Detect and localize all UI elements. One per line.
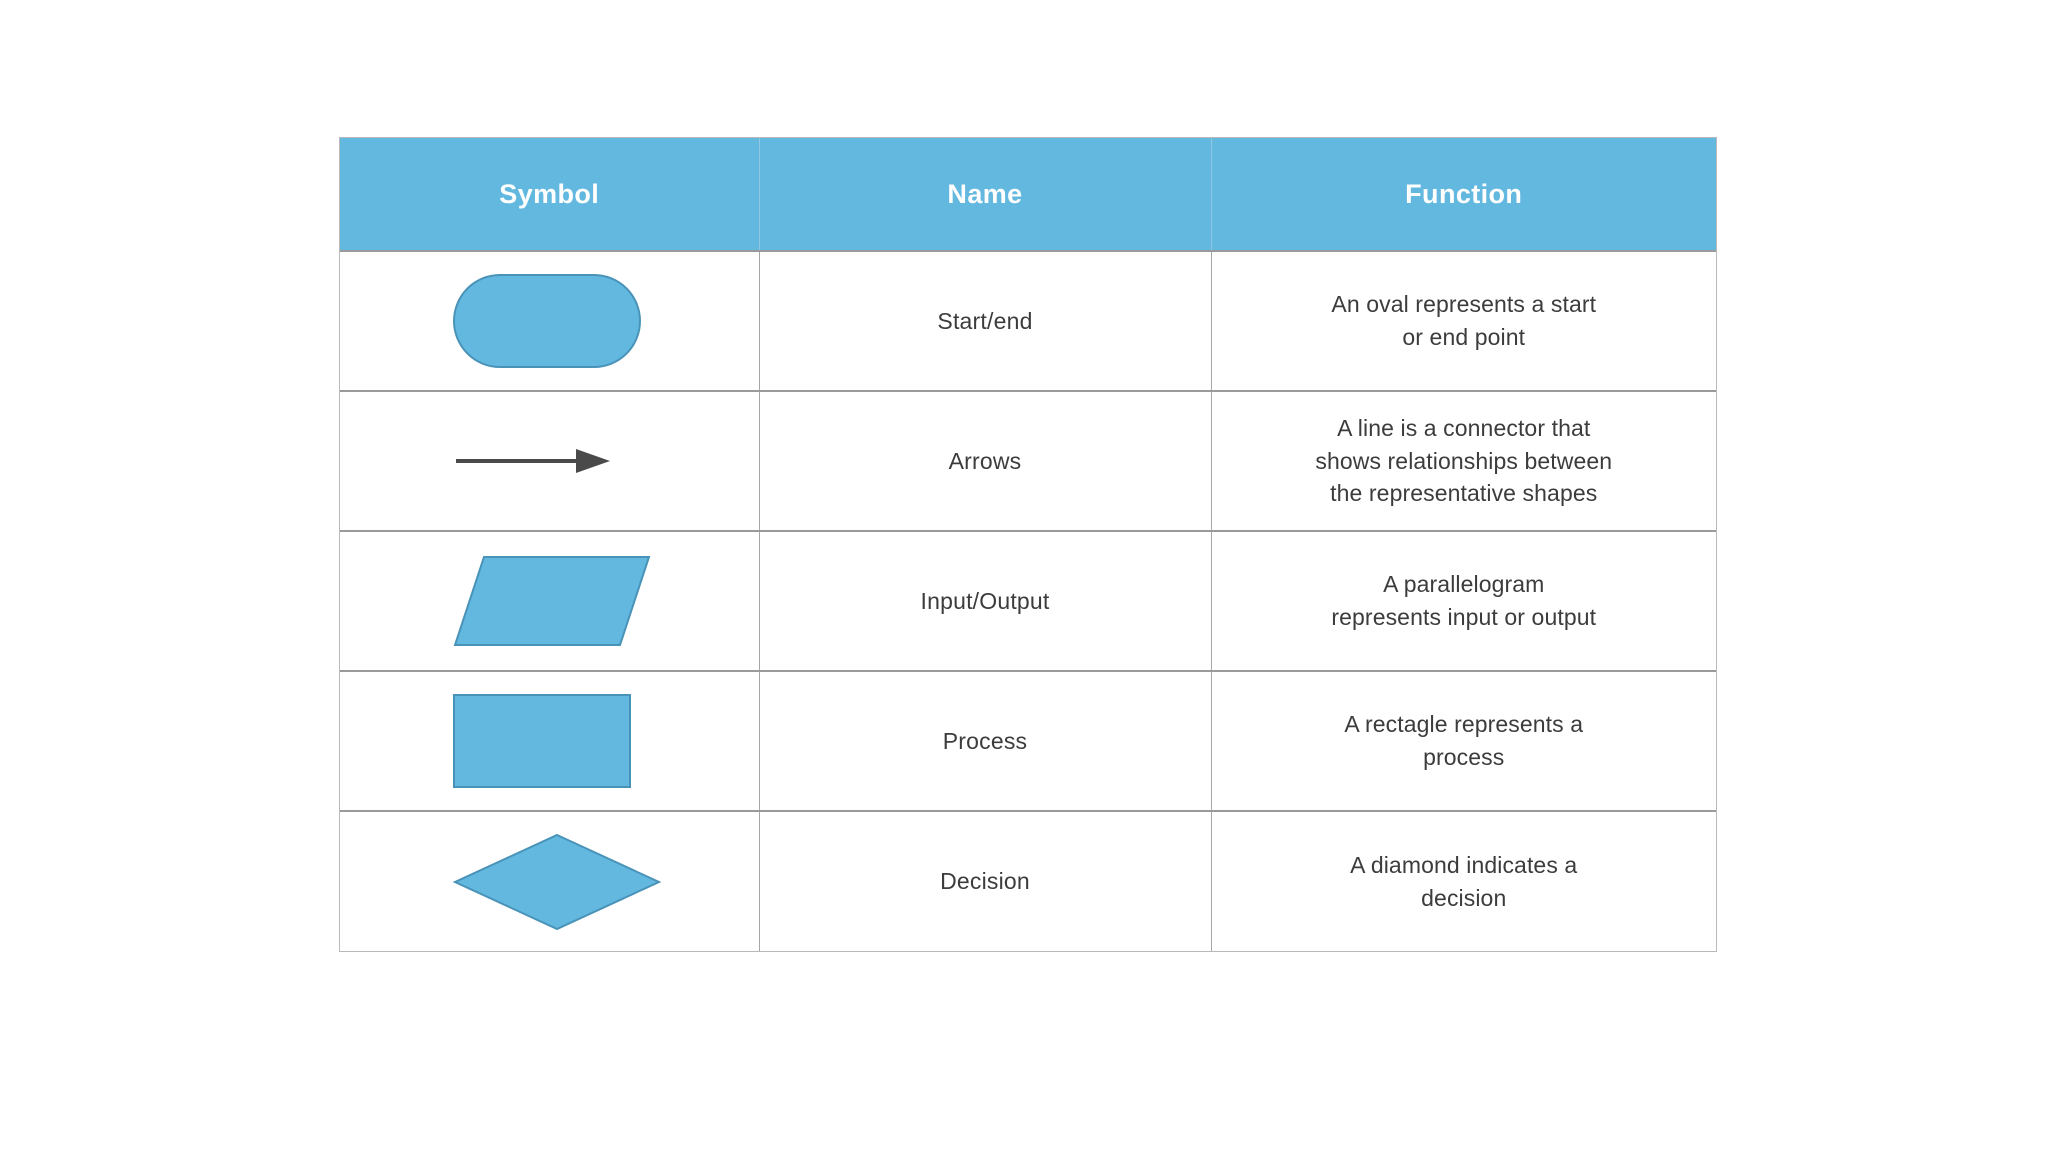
function-cell: A parallelogram represents input or outp… (1211, 531, 1716, 672)
table-body: Start/end An oval represents a start or … (340, 251, 1716, 951)
symbol-cell (340, 531, 760, 672)
column-header-name: Name (759, 138, 1212, 252)
table-row: Arrows A line is a connector that shows … (340, 391, 1716, 532)
symbol-inner (434, 266, 664, 376)
table-row: Input/Output A parallelogram represents … (340, 531, 1716, 672)
symbol-cell (340, 671, 760, 812)
name-cell: Decision (759, 811, 1212, 951)
symbol-cell (340, 811, 760, 951)
name-cell: Start/end (759, 251, 1212, 392)
name-cell: Arrows (759, 391, 1212, 532)
symbol-container (340, 686, 759, 796)
flowchart-symbols-table: Symbol Name Function Start/end (340, 138, 1716, 951)
column-header-symbol: Symbol (340, 138, 760, 252)
rectangle-shape (453, 694, 632, 788)
rounded-rectangle-shape (453, 274, 642, 368)
header-row: Symbol Name Function (340, 138, 1716, 252)
parallelogram-shape (453, 556, 651, 646)
table-row: Start/end An oval represents a start or … (340, 251, 1716, 392)
table-row: Process A rectagle represents a process (340, 671, 1716, 812)
diamond-shape (452, 833, 662, 930)
function-cell: A diamond indicates a decision (1350, 851, 1578, 911)
symbol-inner (434, 686, 664, 796)
symbol-cell (340, 391, 760, 532)
symbol-inner (434, 546, 664, 656)
function-cell: A line is a connector that shows relatio… (1211, 391, 1716, 532)
symbol-container (340, 827, 759, 937)
table-header: Symbol Name Function (340, 138, 1716, 252)
function-cell: A rectagle represents a process (1211, 671, 1716, 812)
function-cell: An oval represents a start or end point (1211, 251, 1716, 392)
symbol-inner (434, 827, 664, 937)
symbol-cell (340, 251, 760, 392)
symbol-container (340, 546, 759, 656)
name-cell: Input/Output (759, 531, 1212, 672)
name-cell: Process (759, 671, 1212, 812)
symbol-inner (434, 406, 664, 516)
symbol-container (340, 266, 759, 376)
arrow-right-shape (456, 449, 611, 473)
column-header-function: Function (1211, 138, 1716, 252)
table-row: Decision A diamond indicates a decision (340, 811, 1716, 951)
symbol-container (340, 406, 759, 516)
